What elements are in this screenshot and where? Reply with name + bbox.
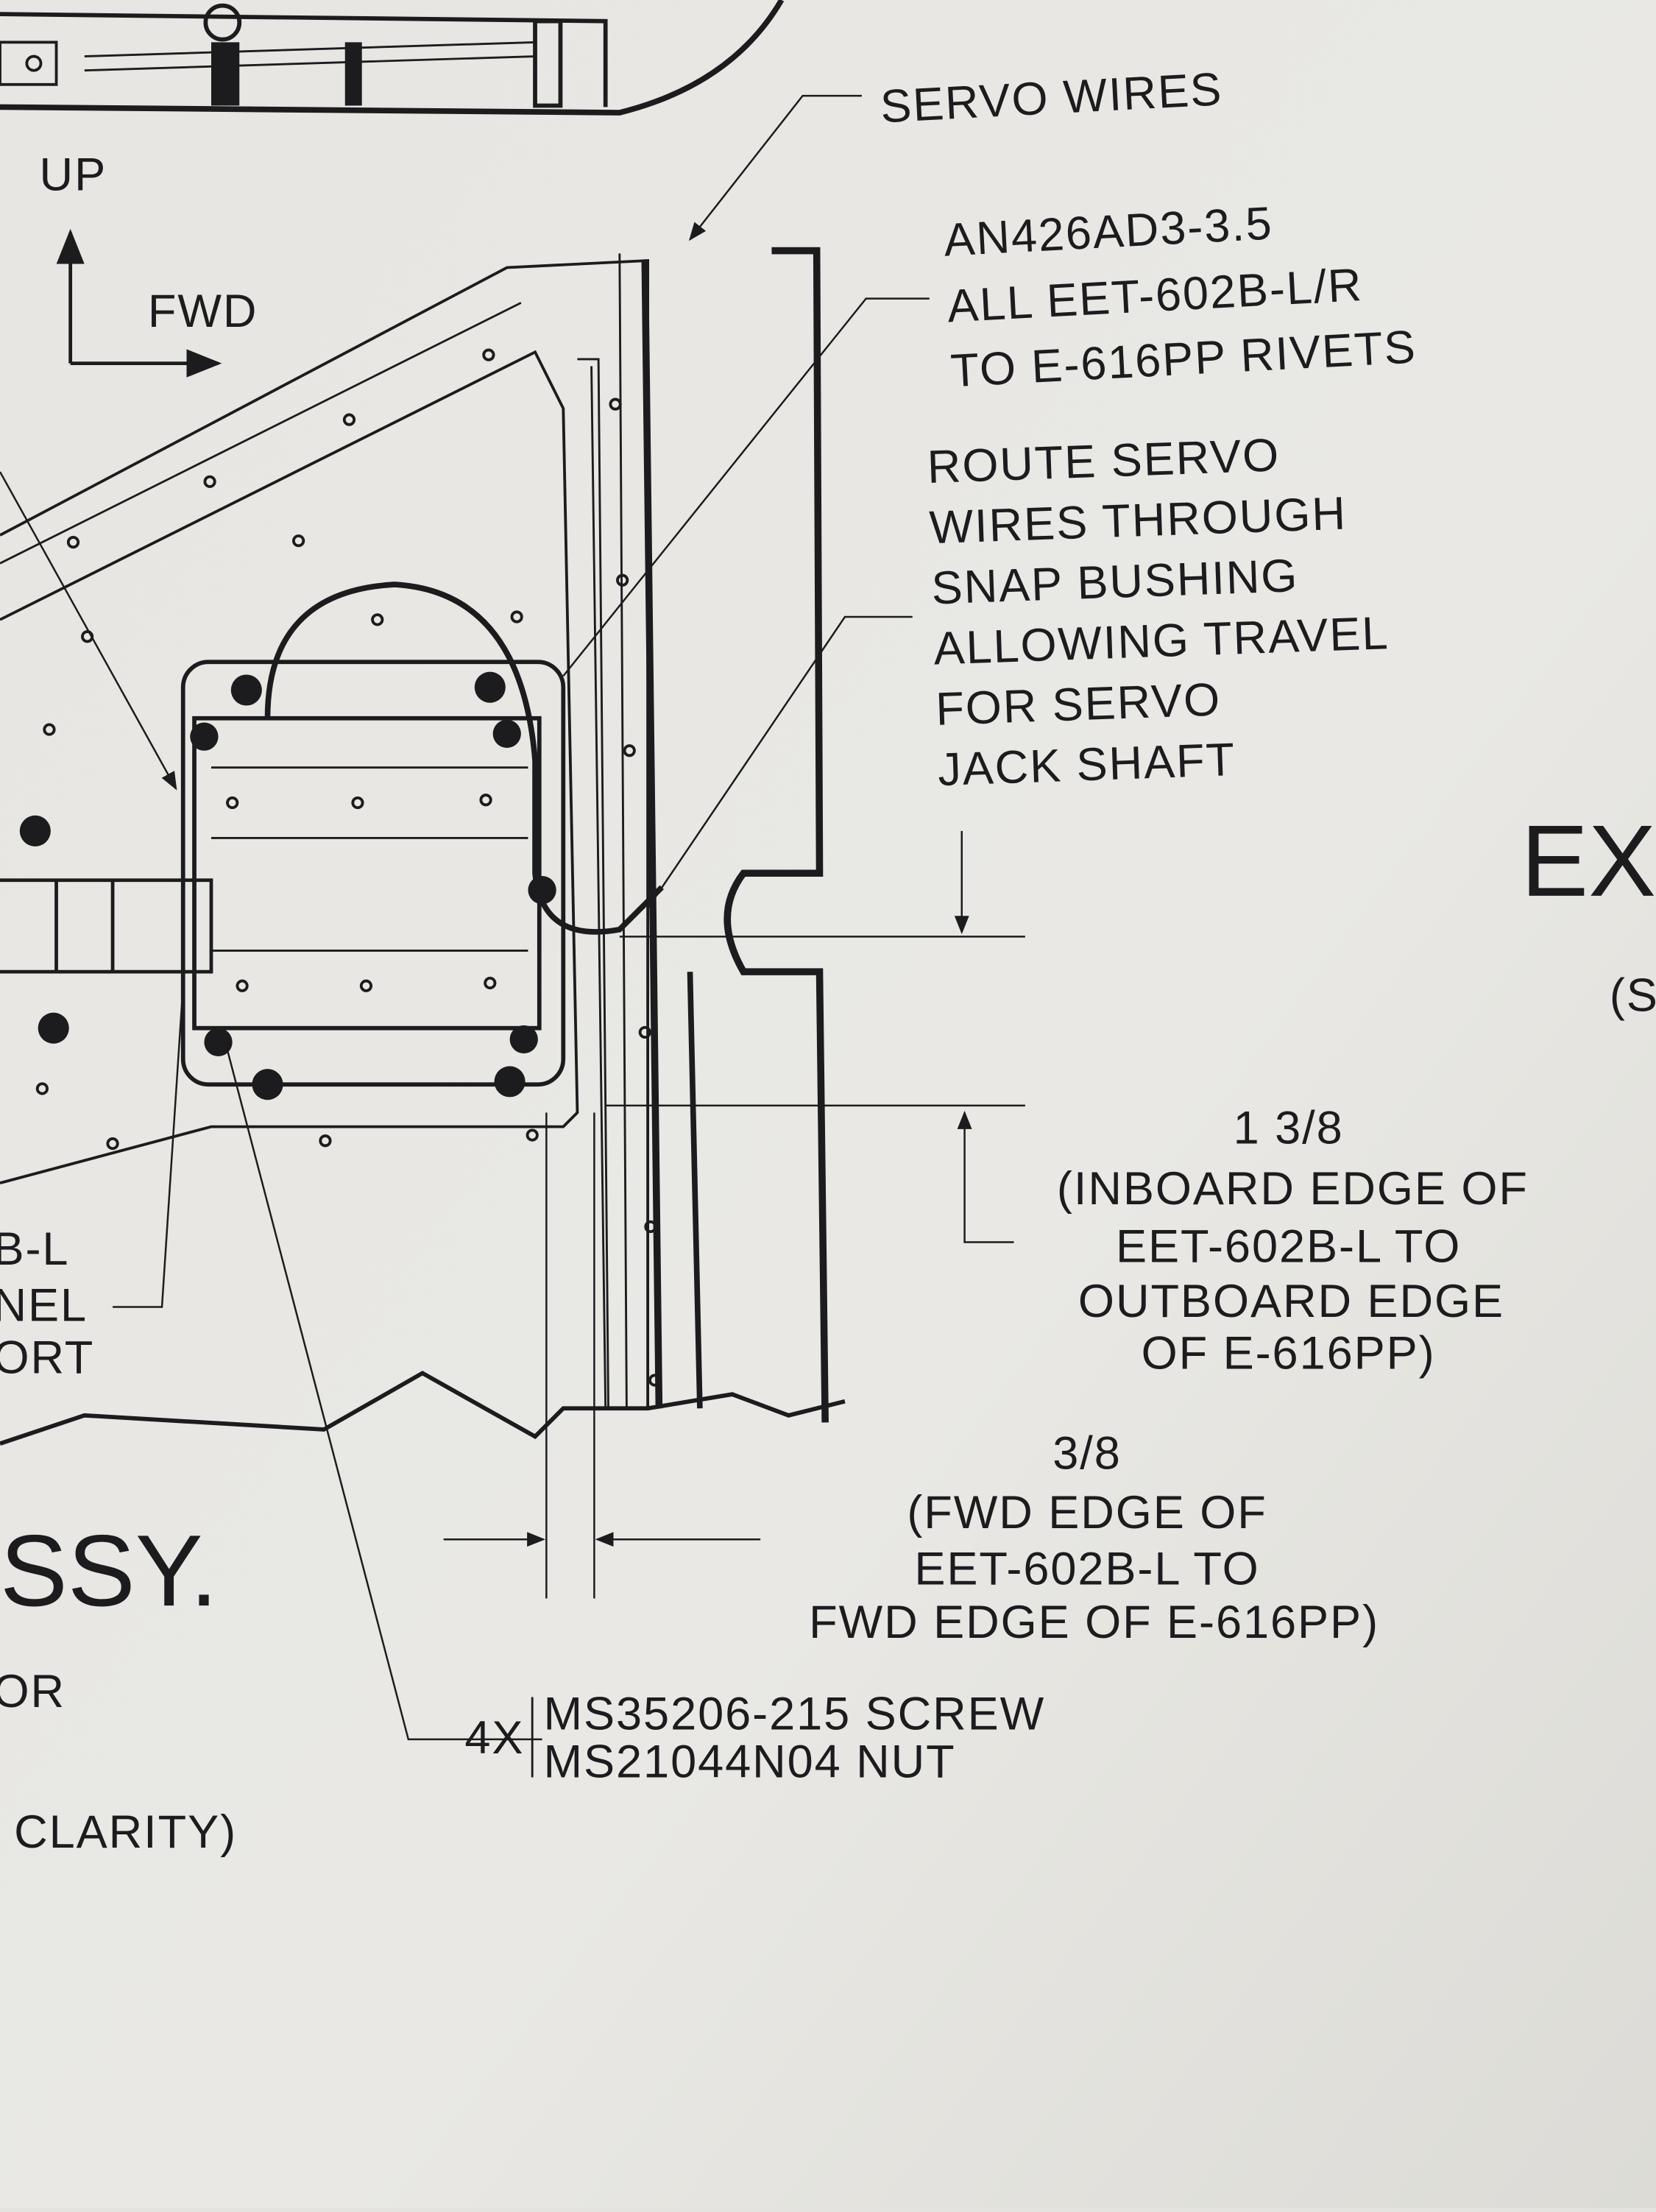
dim-fwd-line-3: FWD EDGE OF E-616PP)	[809, 1597, 1379, 1648]
dim-inboard-line-2: EET-602B-L TO	[1116, 1220, 1461, 1272]
right-view-note-partial: (S	[1610, 970, 1656, 1022]
route-note-line-5: FOR SERVO	[935, 674, 1222, 735]
dim-inboard-line-1: (INBOARD EDGE OF	[1057, 1163, 1529, 1215]
dim-inboard-line-3: OUTBOARD EDGE	[1078, 1276, 1504, 1327]
fwd-label: FWD	[148, 286, 258, 337]
hardware-quantity: 4X	[464, 1712, 524, 1764]
screw-markers	[19, 671, 556, 1100]
dim-inboard-value: 1 3/8	[1234, 1103, 1344, 1154]
route-note-line-3: SNAP BUSHING	[930, 550, 1299, 614]
panel-label-line-3: ORT	[0, 1332, 94, 1383]
dim-fwd-line-1: (FWD EDGE OF	[907, 1487, 1267, 1538]
hardware-nut: MS21044N04 NUT	[544, 1736, 956, 1788]
orientation-indicator: UP FWD	[40, 149, 258, 378]
panel-label-line-1: B-L	[0, 1223, 69, 1275]
route-note-line-1: ROUTE SERVO	[927, 429, 1281, 493]
right-view-title-partial: EX	[1521, 805, 1656, 918]
aileron-bracket-assembly	[0, 247, 846, 1446]
panel-label-line-2: NEL	[0, 1280, 88, 1332]
top-section-view	[0, 0, 785, 116]
dim-fwd-value: 3/8	[1052, 1428, 1122, 1480]
dim-inboard-line-4: OF E-616PP)	[1142, 1328, 1436, 1379]
leader-lines	[0, 94, 1025, 1778]
view-title-partial: SSY.	[0, 1514, 218, 1628]
route-note-line-6: JACK SHAFT	[937, 734, 1236, 796]
view-note-line-2: CLARITY)	[14, 1806, 237, 1858]
dim-fwd-line-2: EET-602B-L TO	[914, 1543, 1259, 1594]
up-label: UP	[40, 149, 107, 200]
hardware-screw: MS35206-215 SCREW	[544, 1688, 1046, 1739]
view-note-line-1: OR	[0, 1666, 66, 1717]
